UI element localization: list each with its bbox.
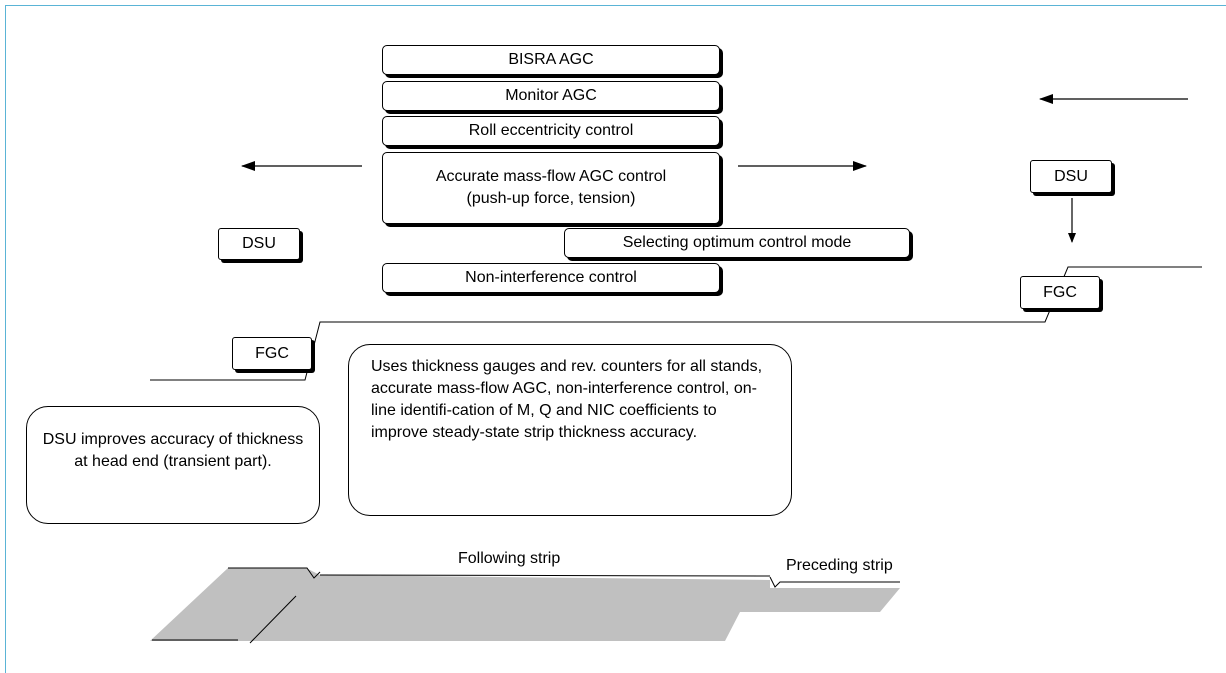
diagram-frame (5, 5, 1226, 673)
following-strip-label: Following strip (458, 550, 561, 567)
preceding-strip-shape (150, 568, 306, 641)
roll-eccentricity-box: Roll eccentricity control (382, 116, 720, 146)
thickness-profile-line (150, 266, 1202, 381)
mass-flow-agc-label: Accurate mass-flow AGC control (435, 168, 667, 185)
fgc-left-tag: FGC (232, 337, 312, 370)
strip-edge-following (319, 574, 771, 577)
strip-joint-line (249, 595, 297, 644)
roll-eccentricity-label: Roll eccentricity control (468, 122, 634, 139)
strip-edge-preceding (769, 576, 900, 588)
fgc-right-tag: FGC (1020, 276, 1100, 309)
strip-edge-left (228, 567, 321, 579)
dsu-right-label: DSU (1054, 167, 1088, 185)
monitor-agc-box: Monitor AGC (382, 81, 720, 111)
following-strip-shape (228, 568, 900, 641)
mass-flow-agc-sublabel: (push-up force, tension) (466, 190, 636, 207)
dsu-left-tag: DSU (218, 228, 300, 260)
preceding-strip-label: Preceding strip (786, 557, 893, 574)
monitor-agc-label: Monitor AGC (505, 87, 597, 104)
optimum-control-mode-box: Selecting optimum control mode (564, 228, 910, 258)
dsu-accuracy-text: DSU improves accuracy of thickness at he… (42, 431, 304, 470)
dsu-accuracy-note: DSU improves accuracy of thickness at he… (26, 406, 320, 524)
non-interference-label: Non-interference control (465, 269, 637, 286)
fgc-left-label: FGC (255, 344, 289, 362)
dsu-left-label: DSU (242, 235, 276, 252)
non-interference-box: Non-interference control (382, 263, 720, 293)
fgc-right-label: FGC (1043, 283, 1077, 301)
bisra-agc-label: BISRA AGC (508, 51, 594, 68)
mass-flow-agc-box: Accurate mass-flow AGC control (push-up … (382, 152, 720, 224)
bisra-agc-box: BISRA AGC (382, 45, 720, 75)
steady-state-note: Uses thickness gauges and rev. counters … (348, 344, 792, 516)
optimum-control-mode-label: Selecting optimum control mode (622, 234, 852, 251)
dsu-right-tag: DSU (1030, 160, 1112, 193)
steady-state-text: Uses thickness gauges and rev. counters … (371, 358, 763, 441)
